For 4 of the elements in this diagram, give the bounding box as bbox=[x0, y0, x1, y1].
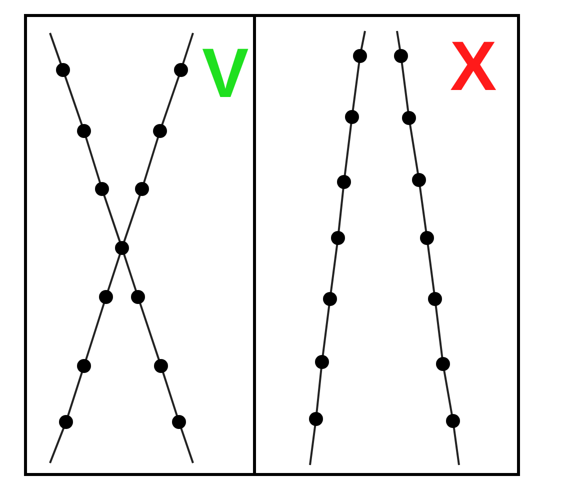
panel bbox=[24, 14, 254, 476]
panel bbox=[253, 14, 520, 476]
verdict-mark-text: V bbox=[202, 47, 249, 100]
verdict-mark-text: X bbox=[450, 40, 497, 92]
